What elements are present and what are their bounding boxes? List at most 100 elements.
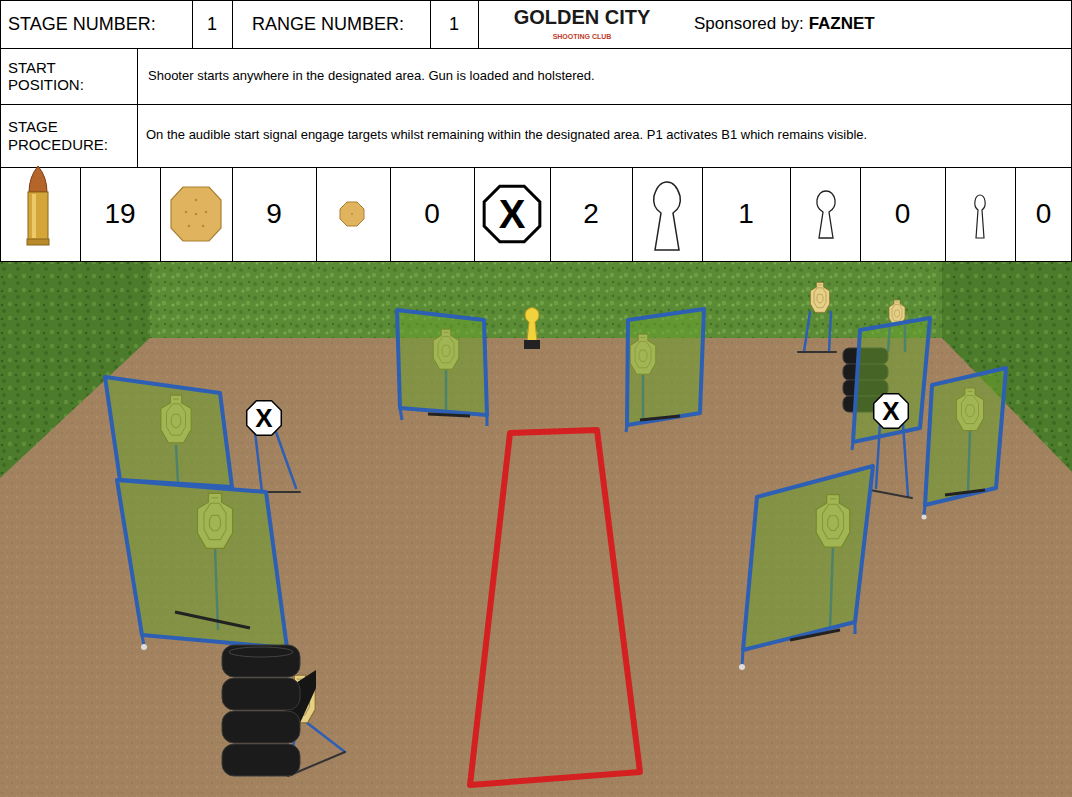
- ammo-icon: [27, 239, 49, 245]
- table-grid: [390, 167, 391, 262]
- table-grid: [478, 0, 479, 48]
- table-cell: 1: [430, 0, 478, 48]
- table-grid: [316, 167, 317, 262]
- large-steel-plate-icon: [171, 187, 221, 241]
- table-cell: Shooter starts anywhere in the designate…: [148, 48, 1063, 104]
- sponsor-name: FAZNET: [809, 0, 875, 48]
- target-behind-panel: [175, 612, 250, 628]
- club-logo: GOLDEN CITY: [484, 2, 680, 32]
- count-cell: 19: [80, 167, 160, 262]
- popper-icon: [654, 182, 681, 250]
- table-grid: [632, 167, 633, 262]
- no-shoot-stand: [870, 424, 912, 498]
- field-name: STAGE PROCEDURE:: [8, 104, 126, 167]
- paper-target: [810, 282, 829, 312]
- octagon-outline: [247, 401, 282, 436]
- popper-target: [524, 340, 540, 349]
- tyre-stack: [222, 744, 300, 776]
- table-grid: [232, 167, 233, 262]
- table-grid: [860, 167, 861, 262]
- large-steel-plate-icon: [205, 211, 208, 214]
- table-grid: [0, 0, 1072, 262]
- no-shoot-mark: X: [255, 405, 272, 431]
- target-behind-panel: [486, 415, 489, 426]
- target-behind-panel: [854, 622, 857, 634]
- vision-barrier: [852, 318, 930, 450]
- target-behind-panel: [397, 310, 487, 415]
- no-shoot-stand: [276, 432, 296, 488]
- target-behind-panel: [743, 466, 873, 650]
- no-shoot-stand: [255, 432, 262, 492]
- small-steel-plate-icon: [340, 202, 364, 226]
- target-behind-panel: [141, 644, 147, 650]
- micro-popper-icon: [975, 195, 985, 238]
- target-behind-panel: [105, 377, 232, 487]
- table-grid: [474, 167, 475, 262]
- tyre-stack: [222, 711, 300, 743]
- table-grid: [0, 48, 1072, 49]
- target-behind-panel: [739, 466, 873, 670]
- target-behind-panel: [626, 425, 627, 432]
- field-name: START POSITION:: [8, 48, 120, 104]
- club-logo-subtitle: SHOOTING CLUB: [484, 31, 680, 44]
- table-grid: [137, 48, 138, 167]
- large-steel-plate-icon: [195, 213, 198, 216]
- small-steel-plate-icon: [351, 213, 353, 215]
- mini-popper-icon: [817, 191, 835, 238]
- ammo-icon: [28, 192, 48, 240]
- popper-icon: [654, 182, 681, 250]
- large-steel-plate-icon: [171, 187, 221, 241]
- no-shoot-target: X: [873, 393, 909, 429]
- tyre-stack: [222, 645, 300, 776]
- no-shoot-mark: X: [499, 194, 526, 234]
- shooting-area: [470, 430, 640, 785]
- popper-target: [524, 308, 540, 350]
- octagon-outline: [484, 186, 540, 242]
- table-grid: [232, 0, 233, 48]
- hard-cover-target: [306, 722, 345, 752]
- table-grid: [0, 104, 1072, 105]
- paper-target: [798, 282, 836, 352]
- no-shoot-stand: [255, 432, 300, 492]
- target-behind-panel: [428, 414, 470, 416]
- tyre-stack: [222, 645, 300, 677]
- no-shoot-mark: X: [882, 398, 899, 424]
- target-behind-panel: [105, 377, 232, 487]
- tyre-stack: [229, 647, 293, 657]
- octagon-outline: [874, 394, 909, 429]
- table-grid: [1, 1, 1072, 262]
- mini-popper-icon: [817, 191, 835, 238]
- no-shoot-icon: X: [483, 185, 541, 243]
- target-behind-panel: [400, 408, 402, 420]
- no-shoot-target: X: [246, 400, 282, 436]
- table-grid: [790, 167, 791, 262]
- table-grid: [702, 167, 703, 262]
- paper-target: [798, 351, 836, 353]
- field-name: STAGE NUMBER:: [8, 0, 192, 48]
- micro-popper-icon: [975, 195, 985, 238]
- large-steel-plate-icon: [202, 225, 205, 228]
- count-cell: 2: [550, 167, 632, 262]
- target-behind-panel: [117, 480, 287, 648]
- count-cell: 0: [1015, 167, 1072, 262]
- tyre-stack: [222, 678, 300, 710]
- back-berm: [150, 262, 942, 338]
- target-behind-panel: [627, 309, 704, 425]
- target-behind-panel: [922, 515, 927, 520]
- target-behind-panel: [397, 310, 487, 426]
- table-grid: [160, 167, 161, 262]
- ammo-icon: [32, 194, 36, 238]
- sponsor-label: Sponsored by:: [694, 0, 804, 48]
- large-steel-plate-icon: [185, 211, 188, 214]
- paper-target: [829, 312, 831, 352]
- range-ground: [0, 262, 1072, 797]
- table-grid: [192, 0, 193, 48]
- no-shoot-stand: [903, 424, 908, 496]
- table-grid: [430, 0, 431, 48]
- shooting-area: [470, 430, 640, 785]
- large-steel-plate-icon: [188, 225, 191, 228]
- ammo-icon: [27, 166, 49, 245]
- back-berm: [150, 262, 942, 338]
- table-grid: [80, 167, 81, 262]
